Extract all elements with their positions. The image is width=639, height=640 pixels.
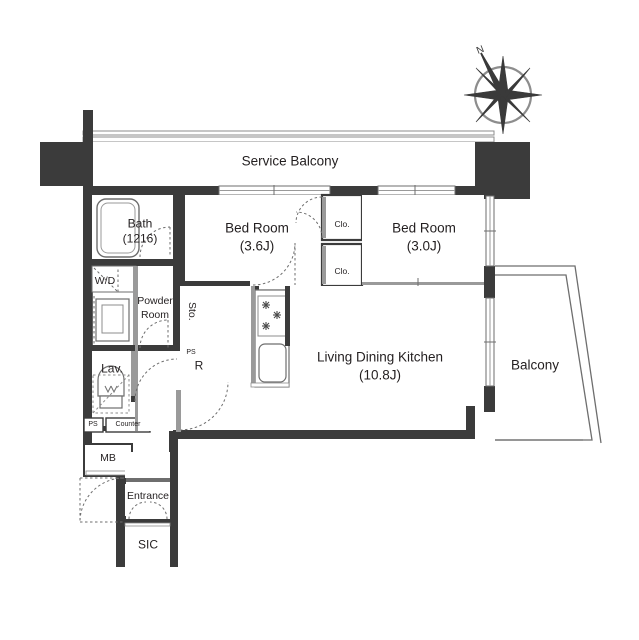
kitchen-partition-wall (285, 286, 290, 346)
bedroom1-door-swing (252, 242, 296, 286)
service-balcony-floor (83, 142, 496, 186)
bath-door-swing (139, 226, 171, 258)
hallway-floor (135, 351, 173, 431)
bedroom2-walls (362, 195, 484, 290)
ldk-door-jamb (176, 390, 181, 432)
closet-lower (320, 242, 364, 288)
hallway-left-line (135, 266, 138, 431)
wall-top-left-block (40, 142, 93, 186)
toilet-fixture (97, 365, 125, 409)
compass-north-label: N (475, 44, 486, 57)
stove-cooktop (257, 295, 287, 337)
front-door-swing (79, 477, 125, 523)
kitchen-sink (258, 343, 287, 383)
kitchen-base (250, 382, 290, 388)
ldk-floor (180, 286, 466, 430)
closet-upper (320, 193, 364, 242)
washer-dryer-area (91, 265, 137, 349)
sic-closet (124, 522, 171, 567)
bedroom1-walls (180, 195, 330, 286)
compass-rose: N (463, 44, 543, 135)
meter-box (83, 443, 133, 477)
kitchen-left-wall (251, 286, 255, 386)
bathtub (96, 198, 140, 258)
pipe-shaft-lower (83, 417, 104, 433)
lavatory-guides (92, 374, 130, 414)
ldk-right-gap (466, 286, 475, 406)
entrance-door-swings (128, 501, 168, 520)
powder-door-swing (139, 319, 169, 349)
service-balcony-rails (82, 130, 495, 143)
balcony-sliding-doors[interactable] (484, 195, 496, 387)
wall-top-left-stub (83, 110, 93, 142)
north-windows (218, 185, 456, 196)
wd-swing (93, 267, 119, 345)
